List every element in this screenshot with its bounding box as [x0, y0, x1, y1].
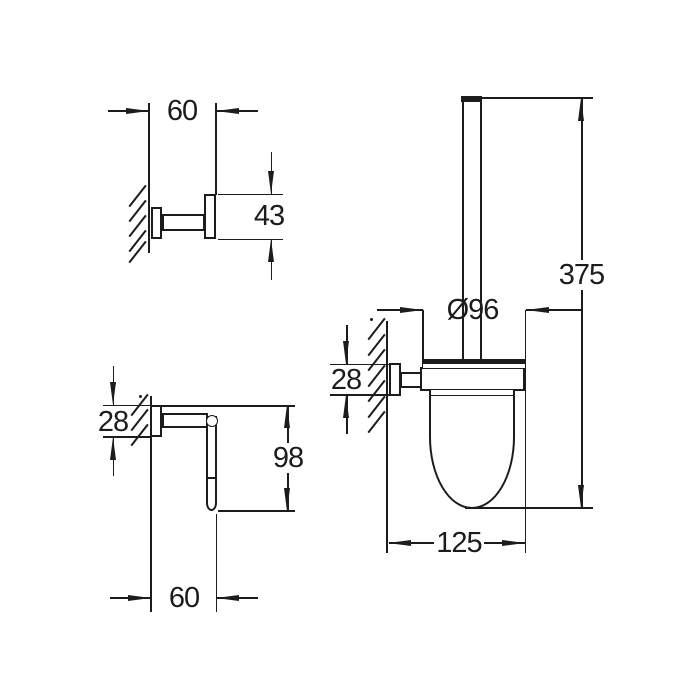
arrowhead-up	[267, 239, 274, 262]
arrowhead-down	[267, 170, 274, 194]
brush-arm	[400, 372, 422, 388]
extension-line	[330, 394, 390, 396]
extension-line	[215, 514, 217, 612]
dim-label-brush-height: 375	[549, 260, 614, 290]
extension-line	[217, 238, 283, 240]
wall-hatch-stroke	[128, 240, 147, 264]
extension-line	[217, 193, 283, 195]
dim-label-brush-mount: 28	[330, 364, 362, 396]
arrowhead-down	[343, 340, 349, 364]
dim-label-holder-depth: 60	[168, 582, 200, 614]
dim-label-hook-height: 43	[253, 200, 285, 232]
dimension-line	[581, 98, 583, 507]
extension-line	[103, 404, 151, 406]
arrowhead-down	[109, 381, 116, 405]
cup-rim-line	[430, 394, 513, 397]
brush-holder-lid	[422, 359, 526, 369]
dim-label-brush-width: 125	[436, 527, 482, 559]
wall-line	[386, 321, 388, 553]
extension-line	[481, 97, 593, 99]
wall-line	[147, 103, 150, 253]
arrowhead-down	[578, 484, 584, 508]
roller-joint-line	[207, 477, 216, 479]
brush-handle-cap	[461, 95, 482, 102]
extension-line	[218, 510, 295, 512]
dim-label-brush-diameter: Ø96	[446, 294, 500, 326]
brush-handle-right-line	[479, 97, 482, 361]
arrowhead-left	[388, 539, 411, 546]
hook-arm	[162, 214, 205, 231]
extension-line	[422, 310, 424, 360]
holder-arm	[162, 413, 208, 428]
arrowhead-left	[216, 594, 239, 601]
hook-end-piece	[203, 193, 216, 239]
arrowhead-left	[525, 306, 549, 313]
dim-label-hook-width: 60	[166, 95, 198, 127]
hook-wall-plate	[150, 206, 162, 239]
arrowhead-right	[400, 306, 423, 313]
arrowhead-right	[125, 108, 149, 114]
extension-line	[215, 103, 217, 195]
arrowhead-up	[578, 98, 584, 121]
arrowhead-left	[216, 108, 239, 114]
dimension-line	[525, 309, 582, 311]
extension-line	[465, 507, 593, 509]
brush-handle-left-line	[461, 97, 464, 361]
wall-hatch-dot	[138, 394, 142, 398]
extension-line	[103, 436, 151, 438]
arrowhead-up	[284, 405, 290, 428]
arrowhead-up	[109, 436, 116, 460]
extension-line	[524, 310, 526, 553]
wall-hatch-dot	[369, 317, 373, 321]
extension-line	[160, 405, 295, 407]
glass-cup	[428, 390, 515, 509]
arrowhead-down	[284, 487, 290, 511]
dimension-line	[389, 542, 434, 544]
wall-line	[150, 396, 152, 612]
brush-holder-ring	[420, 366, 525, 391]
arrowhead-right	[502, 539, 525, 546]
dim-label-holder-mount: 28	[97, 406, 129, 438]
dim-label-holder-drop: 98	[262, 443, 314, 473]
holder-wall-plate	[150, 404, 162, 437]
arrowhead-right	[128, 594, 151, 601]
holder-pivot-circle	[205, 414, 218, 427]
holder-roller-bar	[206, 416, 217, 511]
arrowhead-up	[343, 395, 349, 418]
extension-line	[330, 363, 390, 365]
